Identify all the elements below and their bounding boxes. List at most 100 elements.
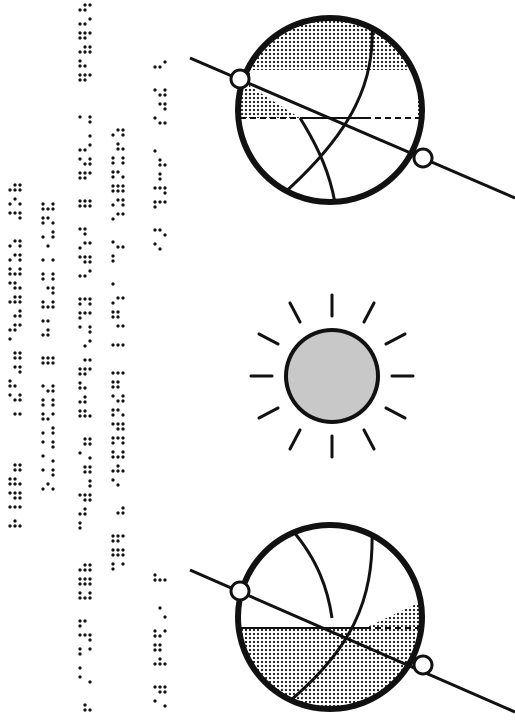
braille-dot (88, 437, 91, 440)
braille-dot (158, 648, 161, 651)
braille-dot (121, 189, 124, 192)
braille-dot (116, 385, 119, 388)
braille-dot (13, 519, 16, 522)
braille-dot (88, 45, 91, 48)
braille-dot (13, 482, 16, 485)
braille-dot (83, 78, 86, 81)
braille-dot (121, 324, 124, 327)
braille-dot (18, 267, 21, 270)
braille-dot (51, 468, 54, 471)
braille-dot (18, 351, 21, 354)
braille-dot (78, 675, 81, 678)
braille-dot (51, 230, 54, 233)
braille-dot (111, 343, 114, 346)
braille-dot (78, 367, 81, 370)
braille-dot (111, 282, 114, 285)
braille-dot (111, 371, 114, 374)
braille-dot (18, 202, 21, 205)
braille-dot (158, 643, 161, 646)
braille-dot (88, 638, 91, 641)
braille-dot (158, 228, 161, 231)
braille-dot (88, 73, 91, 76)
braille-dot (83, 563, 86, 566)
braille-dot (116, 310, 119, 313)
braille-dot (88, 255, 91, 258)
braille-dot (41, 258, 44, 261)
braille-dot (88, 171, 91, 174)
braille-dot (18, 314, 21, 317)
braille-dot (46, 207, 49, 210)
braille-dot (163, 690, 166, 693)
braille-dot (46, 482, 49, 485)
braille-dot (13, 197, 16, 200)
braille-dot (158, 247, 161, 250)
braille-dot (13, 524, 16, 527)
braille-dot (83, 176, 86, 179)
braille-dot (88, 470, 91, 473)
braille-dot (88, 708, 91, 711)
braille-dot (78, 624, 81, 627)
braille-dot (83, 582, 86, 585)
braille-dot (153, 634, 156, 637)
braille-dot (78, 372, 81, 375)
braille-dot (88, 204, 91, 207)
braille-dot (18, 323, 21, 326)
braille-dot (116, 198, 119, 201)
braille-dot (83, 8, 86, 11)
braille-dot (153, 629, 156, 632)
bottom-earth-north-pole-marker (231, 582, 249, 600)
braille-dot (8, 393, 11, 396)
braille-dot (83, 344, 86, 347)
braille-dot (121, 506, 124, 509)
braille-dot (88, 17, 91, 20)
braille-dot (121, 534, 124, 537)
braille-dot (13, 468, 16, 471)
braille-dot (13, 239, 16, 242)
braille-dot (46, 319, 49, 322)
braille-dot (83, 297, 86, 300)
braille-dot (78, 619, 81, 622)
braille-dot (13, 211, 16, 214)
braille-dot (13, 314, 16, 317)
braille-dot (41, 221, 44, 224)
braille-dot (13, 351, 16, 354)
braille-dot (78, 246, 81, 249)
braille-dot (153, 242, 156, 245)
braille-dot (153, 648, 156, 651)
braille-dot (111, 310, 114, 313)
braille-dot (88, 442, 91, 445)
braille-dot (51, 361, 54, 364)
braille-dot (116, 469, 119, 472)
braille-dot (121, 147, 124, 150)
braille-dot (116, 399, 119, 402)
braille-dot (116, 184, 119, 187)
braille-dot (88, 302, 91, 305)
braille-dot (83, 386, 86, 389)
braille-dot (116, 324, 119, 327)
braille-dot (163, 191, 166, 194)
braille-dot (111, 380, 114, 383)
braille-dot (121, 562, 124, 565)
braille-dot (41, 235, 44, 238)
braille-dot (18, 258, 21, 261)
braille-dot (51, 445, 54, 448)
earth-globe-icon (190, 15, 515, 203)
braille-dot (18, 468, 21, 471)
braille-dot (78, 59, 81, 62)
braille-dot (18, 482, 21, 485)
braille-dot (51, 305, 54, 308)
braille-dot (13, 365, 16, 368)
braille-dot (41, 431, 44, 434)
braille-dot (153, 573, 156, 576)
braille-dot (78, 22, 81, 25)
braille-dot (111, 175, 114, 178)
braille-dot (18, 300, 21, 303)
braille-dot (78, 451, 81, 454)
braille-dot (121, 441, 124, 444)
braille-dot (13, 281, 16, 284)
braille-dot (8, 258, 11, 261)
braille-dot (88, 493, 91, 496)
braille-dot (8, 281, 11, 284)
braille-dot (13, 323, 16, 326)
braille-dot (46, 356, 49, 359)
